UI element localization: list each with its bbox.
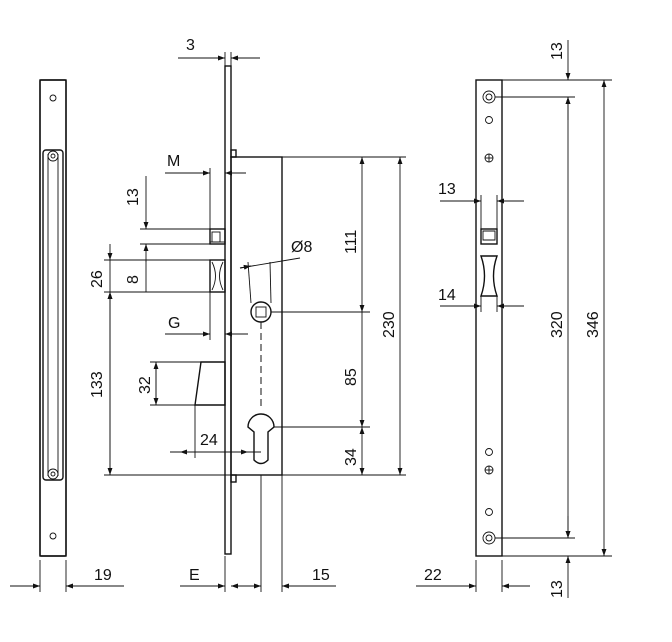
dimension-3: 3 [178, 37, 260, 66]
dimension-e-15: E 15 [180, 567, 336, 589]
strike-plate-view [475, 79, 503, 557]
dim-diameter-label: Ø8 [291, 239, 312, 256]
dim-13-strike-label: 13 [438, 181, 456, 198]
faceplate-front-view [39, 79, 67, 557]
dim-230-label: 230 [381, 311, 398, 338]
dim-19-label: 19 [94, 567, 112, 584]
dim-26-label: 26 [89, 270, 106, 288]
dim-8-label: 8 [125, 275, 142, 284]
dim-14-label: 14 [438, 287, 456, 304]
dimension-320-346: 13 320 346 13 [495, 40, 612, 598]
dim-24-label: 24 [200, 432, 218, 449]
dimension-m: M [165, 153, 246, 229]
dim-13-left-label: 13 [125, 188, 142, 206]
dim-13-bottom-right-label: 13 [549, 580, 566, 598]
dim-320-label: 320 [549, 311, 566, 338]
dim-111-label: 111 [343, 230, 360, 254]
dim-3-label: 3 [186, 37, 195, 54]
dim-133-label: 133 [89, 371, 106, 398]
dimension-g: G [165, 292, 248, 340]
dim-22-label: 22 [424, 567, 442, 584]
dim-g-label: G [168, 315, 180, 332]
dim-32-label: 32 [137, 376, 154, 394]
dim-15-label: 15 [312, 567, 330, 584]
dim-34-label: 34 [343, 448, 360, 466]
dimension-22: 22 [416, 560, 530, 592]
dimension-26-8: 26 8 [89, 244, 210, 310]
dimension-13-left: 13 [125, 176, 210, 262]
dim-346-label: 346 [585, 311, 602, 338]
dim-m-label: M [167, 153, 180, 170]
dimension-133: 133 [89, 292, 231, 476]
dimension-24: 24 [170, 405, 261, 458]
dim-e-label: E [189, 567, 200, 584]
lock-body-side-view [194, 65, 283, 592]
dimension-32: 32 [137, 361, 201, 406]
dim-85-label: 85 [343, 368, 360, 386]
dimension-diameter-8: Ø8 [239, 239, 312, 270]
dim-13-top-right-label: 13 [549, 42, 566, 60]
dimension-111-85-34-230: 111 85 34 230 [271, 156, 406, 476]
dimension-strike-13-14: 13 14 [438, 181, 524, 312]
dimension-19: 19 [10, 560, 124, 592]
